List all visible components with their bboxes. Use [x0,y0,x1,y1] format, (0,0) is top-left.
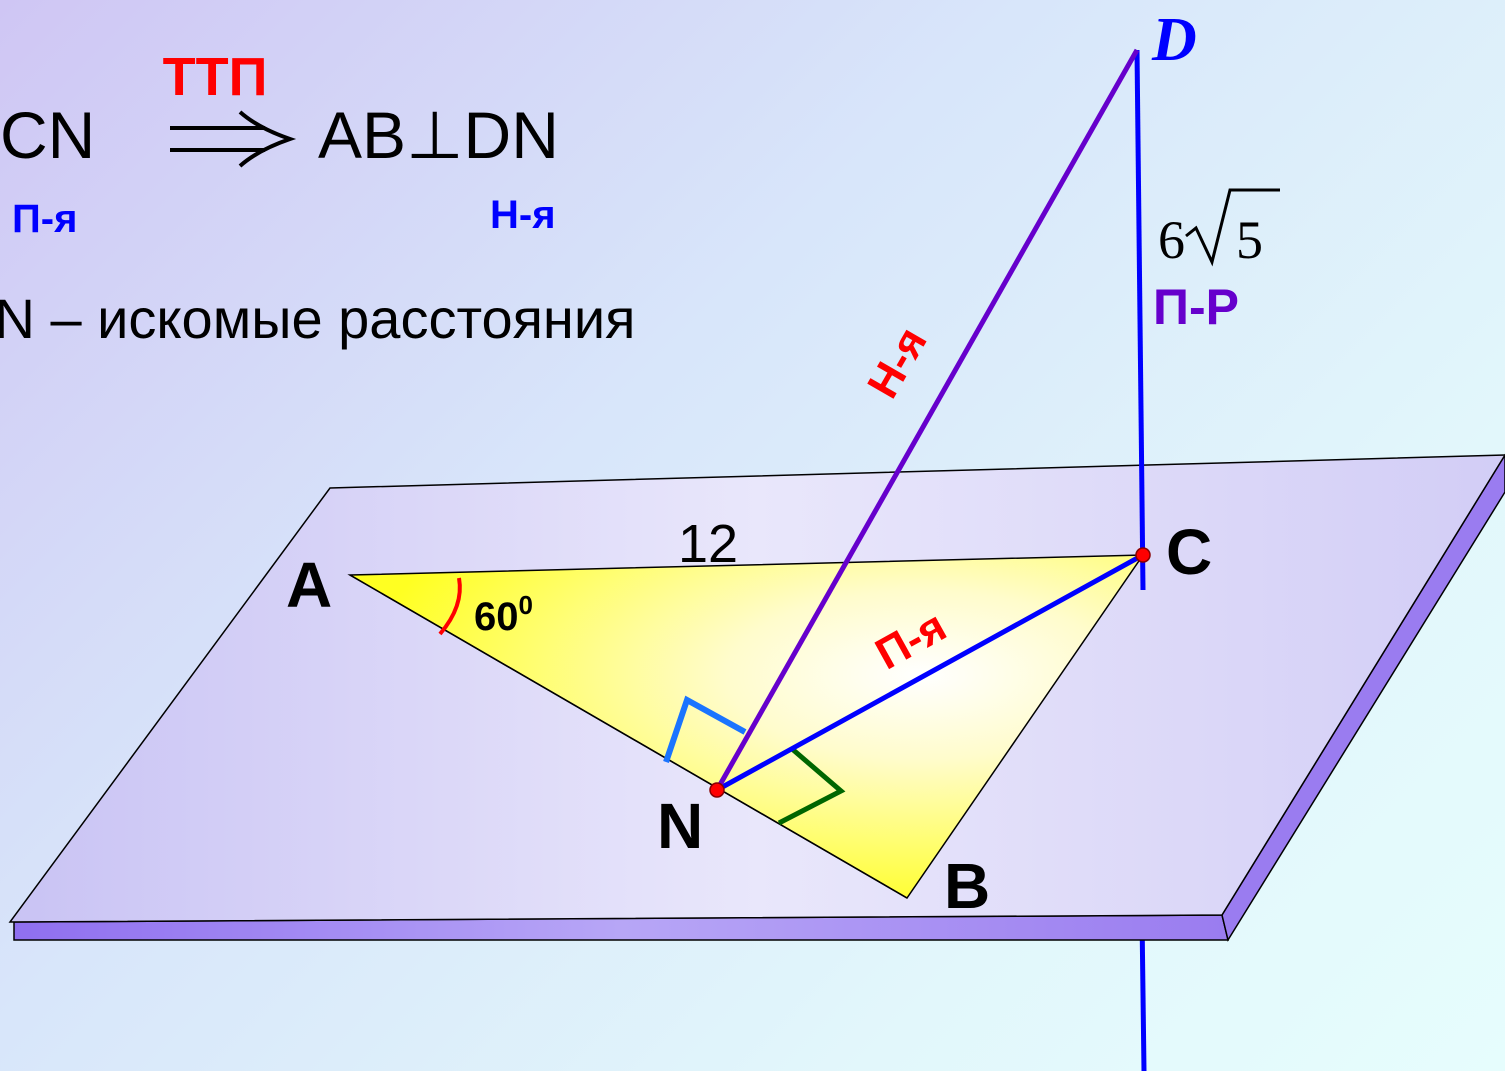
dc-tag: П-Р [1153,279,1239,335]
line-dc-upper [1134,49,1146,591]
point-b-label: B [944,850,990,922]
sqrt-icon [1185,188,1280,267]
implies-arrow-icon [170,110,297,168]
formula-right-tag: Н-я [490,193,556,237]
length-ac: 12 [678,514,738,574]
point-n-dot [709,782,725,798]
theorem-label: ТТП [163,47,268,107]
length-dc-radicand: 5 [1236,210,1263,270]
formula-left-tag: П-я [12,197,77,241]
formula-left: CN [0,98,95,172]
length-dc: 6 5 [1158,188,1280,270]
point-c-dot [1135,547,1151,563]
angle-a-value: 600 [474,590,533,639]
formula-right: AB⊥DN [318,98,559,172]
point-a-label: A [286,549,332,621]
dn-tag: Н-я [858,319,936,406]
point-d-label: D [1151,6,1197,74]
point-c-label: C [1166,516,1212,588]
length-dc-coef: 6 [1158,210,1185,270]
angle-a-degree: 0 [519,590,533,620]
point-n-label: N [657,790,703,862]
segment-cn [715,552,1145,793]
angle-a-arc [438,577,462,636]
right-angle-marker-dn [663,695,747,763]
line-dc-lower [1139,916,1147,1071]
caption: DN – искомые расстояния [0,287,635,350]
right-angle-marker-cn [777,746,846,826]
segment-dn [714,48,1140,792]
